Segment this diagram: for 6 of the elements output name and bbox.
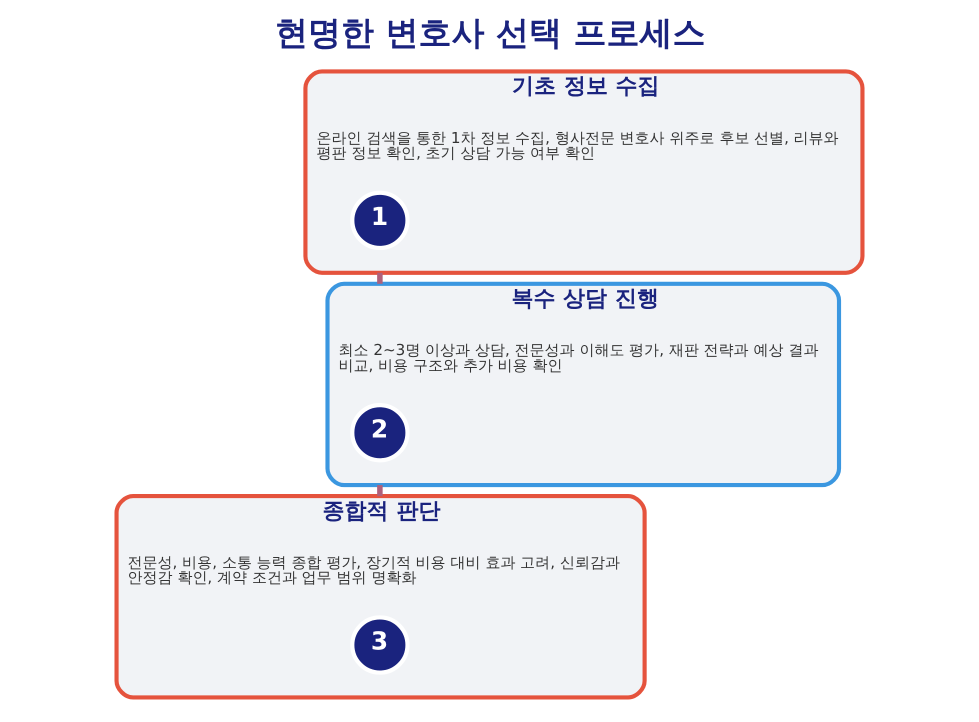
connector [377, 485, 383, 496]
node-circle: 1 [350, 190, 410, 250]
node-circle: 2 [350, 403, 410, 462]
connector [377, 272, 383, 284]
node-circle: 3 [350, 615, 410, 675]
diagram-title: 현명한 변호사 선택 프로세스 [275, 13, 706, 52]
